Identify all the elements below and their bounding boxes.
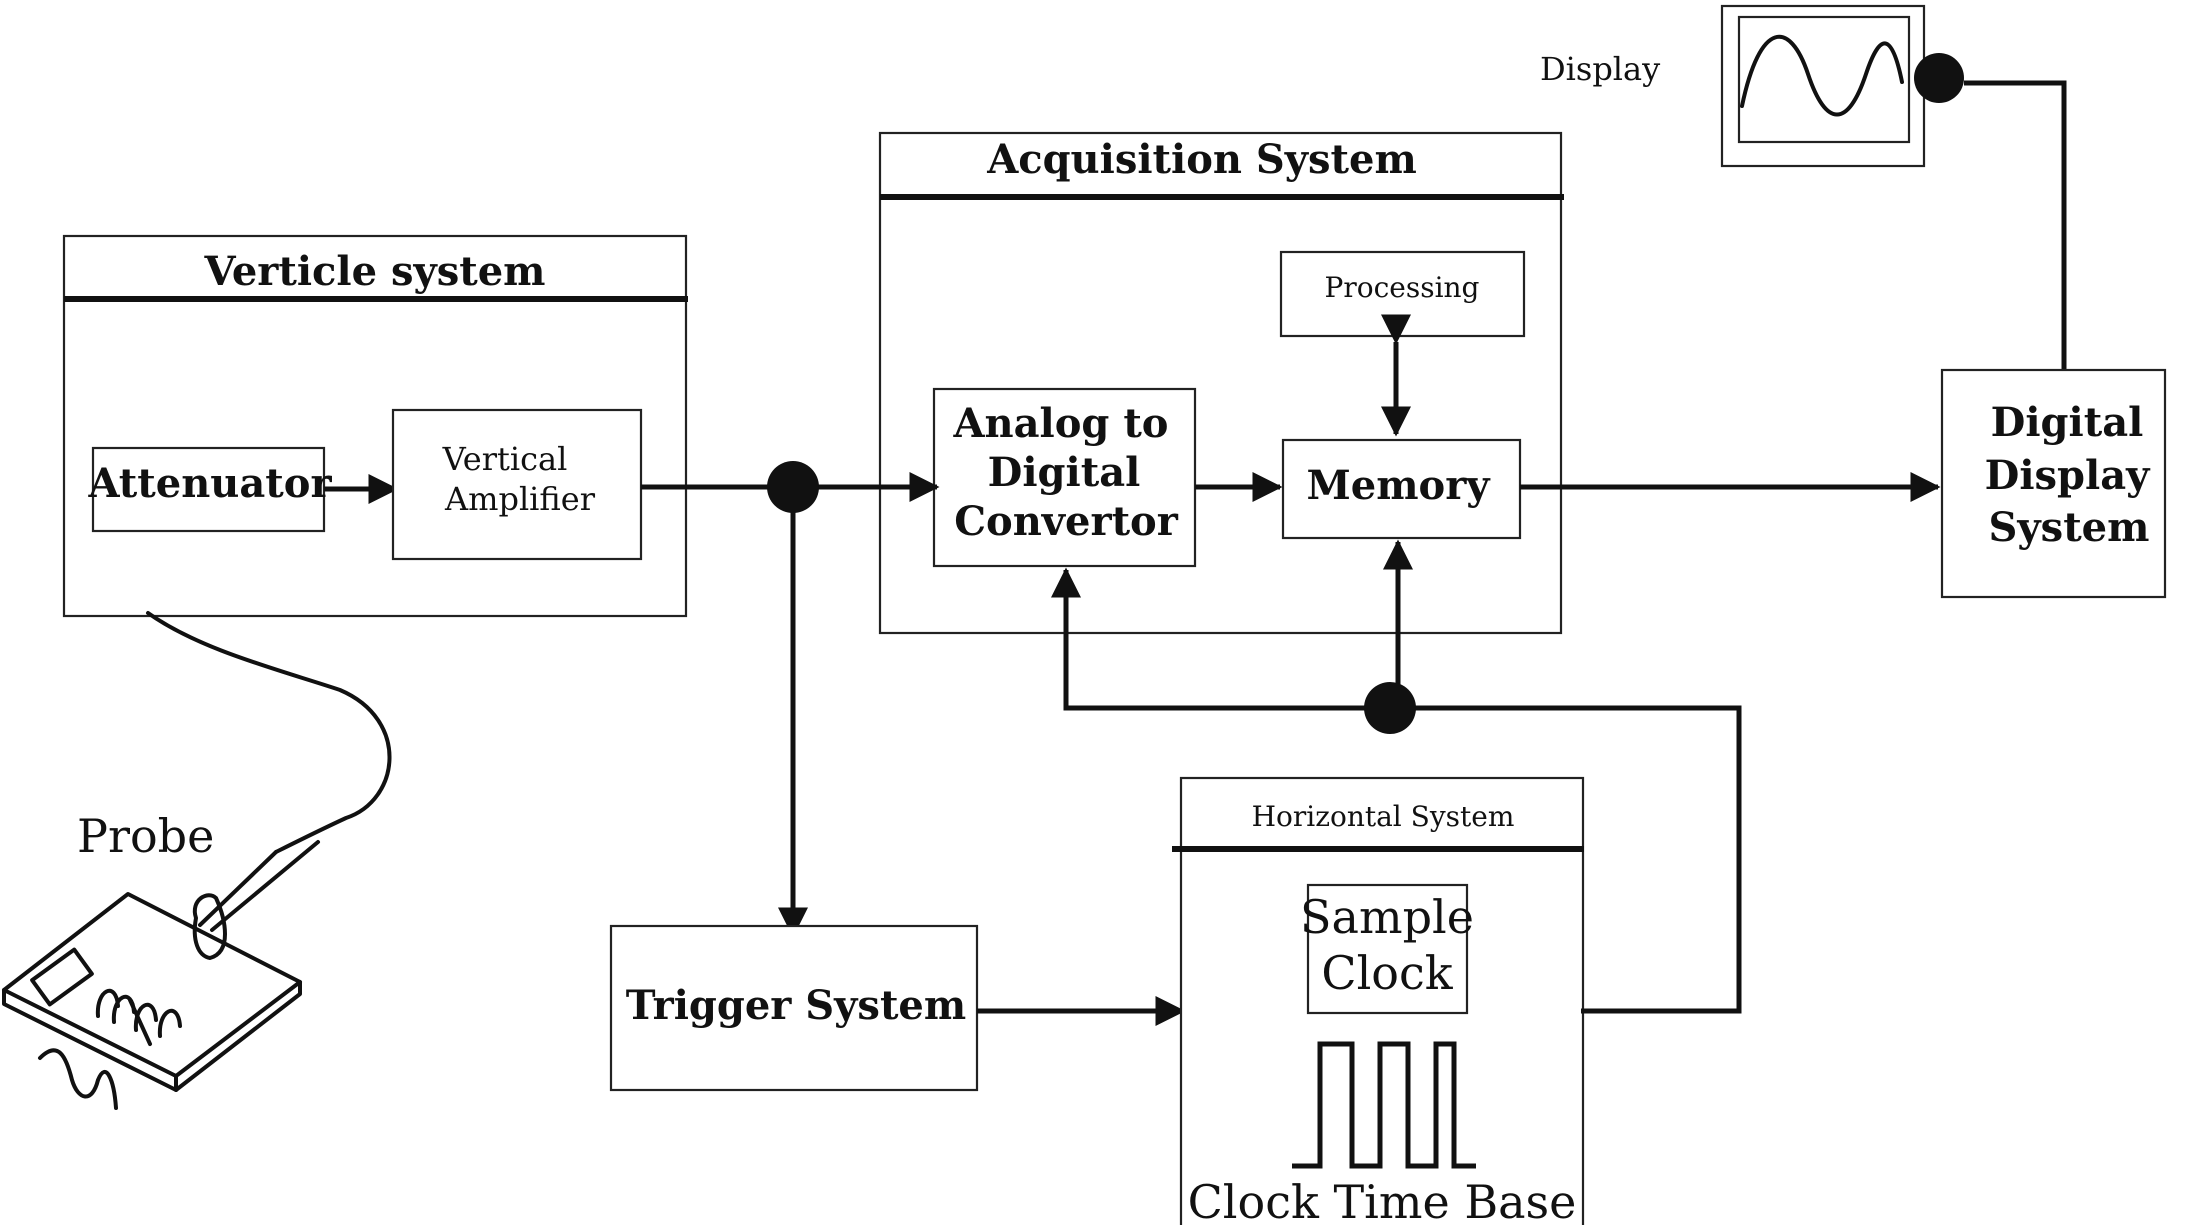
- clock-junction-dot: [1364, 682, 1416, 734]
- probe-label: Probe: [77, 809, 214, 863]
- adc-label-line2: Digital: [988, 449, 1141, 496]
- square-wave-icon: [1292, 1041, 1476, 1169]
- adc-label-line3: Convertor: [954, 498, 1179, 545]
- sample-clock-label-line1: Sample: [1300, 890, 1474, 944]
- clock-adc-arrow: [1051, 567, 1398, 711]
- probe-icon: [2, 611, 392, 1110]
- clock-time-base-label: Clock Time Base: [1188, 1175, 1577, 1225]
- digital-display-label-line3: System: [1989, 504, 2150, 551]
- processing-label: Processing: [1325, 271, 1480, 304]
- digital-display-system-box: Digital Display System: [1940, 368, 2167, 599]
- processing-box: Processing: [1279, 250, 1526, 338]
- display-connection-dot: [1914, 53, 1964, 103]
- vertical-amplifier-label-line1: Vertical: [442, 440, 568, 478]
- digital-display-label-line1: Digital: [1991, 399, 2144, 446]
- digital-display-label-line2: Display: [1985, 452, 2151, 499]
- memory-box: Memory: [1281, 438, 1522, 540]
- display-screen: [1720, 4, 1926, 168]
- signal-junction-dot: [767, 461, 819, 513]
- sample-clock-box: Sample Clock: [1300, 883, 1474, 1015]
- vertical-amplifier-box: Vertical Amplifier: [391, 408, 643, 561]
- adc-label-line1: Analog to: [953, 400, 1169, 447]
- attenuator-box: Attenuator: [87, 446, 332, 533]
- acquisition-system-title: Acquisition System: [986, 136, 1417, 183]
- trigger-system-box: Trigger System: [609, 924, 979, 1092]
- sine-wave-icon: [1740, 34, 1904, 117]
- attenuator-label: Attenuator: [87, 460, 332, 507]
- trigger-system-label: Trigger System: [626, 982, 966, 1029]
- clock-feedback-wire: [1398, 705, 1742, 1014]
- adc-box: Analog to Digital Convertor: [932, 387, 1197, 568]
- verticle-system-title: Verticle system: [203, 248, 545, 295]
- display-label: Display: [1540, 50, 1660, 88]
- horizontal-system-title: Horizontal System: [1252, 800, 1515, 833]
- memory-label: Memory: [1306, 462, 1491, 509]
- sample-clock-label-line2: Clock: [1321, 946, 1453, 1000]
- vertical-amplifier-label-line2: Amplifier: [444, 480, 596, 518]
- display-link-wire: [1964, 80, 2067, 370]
